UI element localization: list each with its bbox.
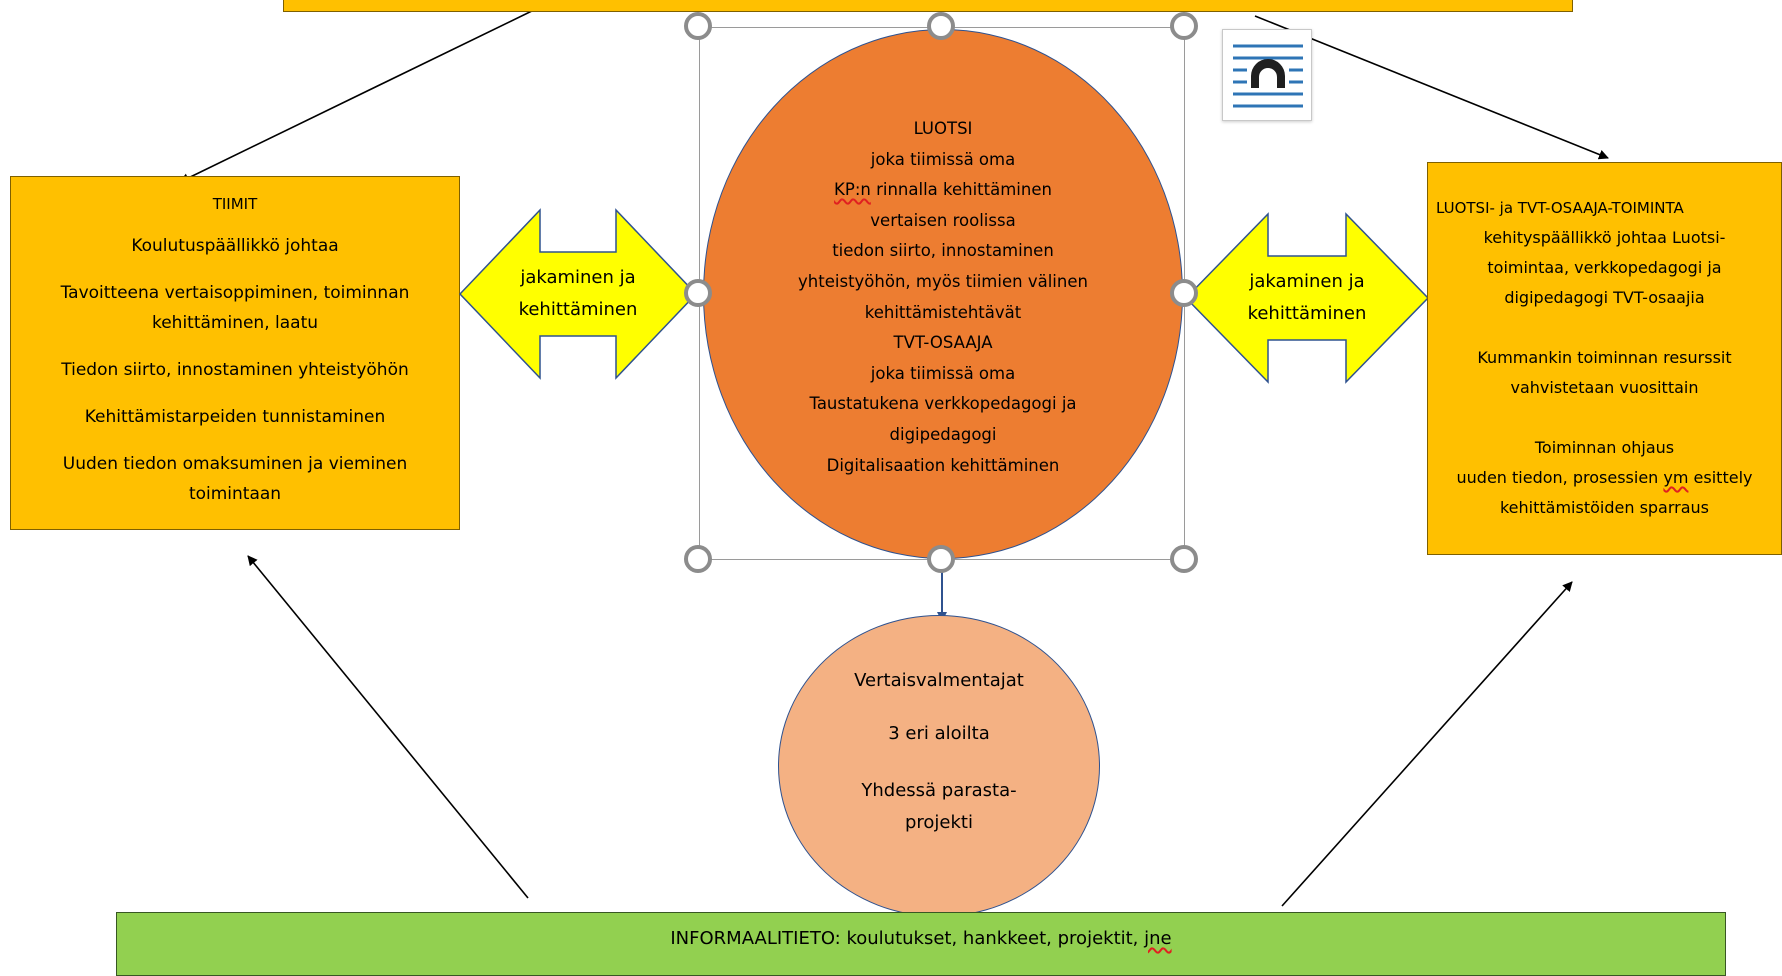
- left-arrow-label: jakaminen ja kehittäminen: [500, 262, 656, 326]
- arrow-green-to-right-box: [1281, 581, 1573, 907]
- teams-line-3: Tiedon siirto, innostaminen yhteistyöhön: [61, 360, 409, 380]
- ellipse-line-8: TVT-OSAAJA: [893, 333, 993, 353]
- resize-handle-middle-left[interactable]: [684, 279, 712, 307]
- circle-line-2: 3 eri aloilta: [888, 723, 990, 744]
- ellipse-line-9: joka tiimissä oma: [870, 363, 1016, 383]
- layout-options-button[interactable]: [1222, 29, 1312, 121]
- circle-line-1: Vertaisvalmentajat: [854, 670, 1024, 691]
- ellipse-line-7: kehittämistehtävät: [864, 302, 1022, 322]
- peer-coaches-text: Vertaisvalmentajat 3 eri aloilta Yhdessä…: [778, 669, 1100, 839]
- right-box-line-4: digipedagogi TVT-osaajia: [1504, 288, 1705, 307]
- top-box[interactable]: [283, 0, 1573, 12]
- right-box-line-3: toimintaa, verkkopedagogi ja: [1487, 258, 1722, 277]
- arrow-green-to-left-box: [247, 555, 529, 899]
- selection-frame: [699, 27, 1185, 560]
- right-box-line-9: kehittämistöiden sparraus: [1499, 498, 1710, 517]
- green-bar-text: INFORMAALITIETO: koulutukset, hankkeet, …: [670, 928, 1139, 949]
- ellipse-line-11: digipedagogi: [889, 424, 997, 444]
- right-box-line-7: Toiminnan ohjaus: [1534, 438, 1675, 457]
- right-box-line-8c: esittely: [1693, 468, 1753, 487]
- resize-handle-bottom-left[interactable]: [684, 545, 712, 573]
- left-arrow-label-line-1: jakaminen ja: [520, 267, 636, 288]
- right-box-line-6: vahvistetaan vuosittain: [1510, 378, 1699, 397]
- circle-line-4: projekti: [904, 812, 973, 833]
- resize-handle-top-left[interactable]: [684, 12, 712, 40]
- ellipse-line-12: Digitalisaation kehittäminen: [826, 455, 1060, 475]
- right-box-line-5: Kummankin toiminnan resurssit: [1477, 348, 1732, 367]
- ellipse-line-2: joka tiimissä oma: [870, 149, 1016, 169]
- teams-box[interactable]: TIIMIT Koulutuspäällikkö johtaa Tavoitte…: [10, 176, 460, 530]
- peer-coaches-circle[interactable]: [778, 615, 1100, 917]
- left-arrow-label-line-2: kehittäminen: [518, 299, 638, 320]
- resize-handle-bottom-right[interactable]: [1170, 545, 1198, 573]
- luotsi-ellipse-text: LUOTSI joka tiimissä oma KP:n rinnalla k…: [703, 114, 1183, 481]
- right-box-spellcheck-word: ym: [1663, 468, 1689, 487]
- teams-line-5: Uuden tiedon omaksuminen ja vieminen toi…: [62, 454, 408, 504]
- ellipse-line-5: tiedon siirto, innostaminen: [832, 241, 1054, 261]
- teams-line-4: Kehittämistarpeiden tunnistaminen: [84, 407, 386, 427]
- teams-title: TIIMIT: [212, 195, 258, 213]
- right-arrow-label-line-1: jakaminen ja: [1249, 271, 1365, 292]
- resize-handle-middle-right[interactable]: [1170, 279, 1198, 307]
- teams-line-1: Koulutuspäällikkö johtaa: [131, 236, 339, 256]
- informal-knowledge-bar[interactable]: [116, 912, 1726, 976]
- arrow-top-to-right-box: [1254, 15, 1609, 160]
- ellipse-line-3: KP:n rinnalla kehittäminen: [703, 175, 1183, 206]
- right-arrow-label-line-2: kehittäminen: [1247, 303, 1367, 324]
- right-arrow-label: jakaminen ja kehittäminen: [1225, 266, 1389, 330]
- resize-handle-top-right[interactable]: [1170, 12, 1198, 40]
- circle-line-3: Yhdessä parasta-: [861, 780, 1017, 801]
- resize-handle-bottom-center[interactable]: [927, 545, 955, 573]
- resize-handle-top-center[interactable]: [927, 12, 955, 40]
- ellipse-line-1: LUOTSI: [913, 119, 973, 138]
- ellipse-line-10: Taustatukena verkkopedagogi ja: [809, 394, 1077, 414]
- ellipse-line-3-rest: rinnalla kehittäminen: [876, 180, 1052, 200]
- ellipse-line-6: yhteistyöhön, myös tiimien välinen: [798, 271, 1088, 291]
- right-box-title: LUOTSI- ja TVT-OSAAJA-TOIMINTA: [1436, 199, 1684, 217]
- right-box-line-8: uuden tiedon, prosessien ym esittely: [1436, 463, 1773, 493]
- right-box-line-8a: uuden tiedon, prosessien: [1456, 468, 1659, 487]
- ellipse-spellcheck-word: KP:n: [834, 180, 871, 200]
- wrap-text-icon: [1233, 44, 1303, 108]
- arrow-top-to-left-box: [179, 7, 539, 183]
- informal-knowledge-text: INFORMAALITIETO: koulutukset, hankkeet, …: [116, 928, 1726, 949]
- teams-line-2: Tavoitteena vertaisoppiminen, toiminnan …: [60, 283, 410, 333]
- green-bar-spellcheck-word: jne: [1144, 928, 1172, 949]
- right-box-line-2: kehityspäällikkö johtaa Luotsi-: [1483, 228, 1726, 247]
- ellipse-line-4: vertaisen roolissa: [870, 210, 1016, 230]
- luotsi-tvt-activity-box[interactable]: LUOTSI- ja TVT-OSAAJA-TOIMINTA kehityspä…: [1427, 162, 1782, 555]
